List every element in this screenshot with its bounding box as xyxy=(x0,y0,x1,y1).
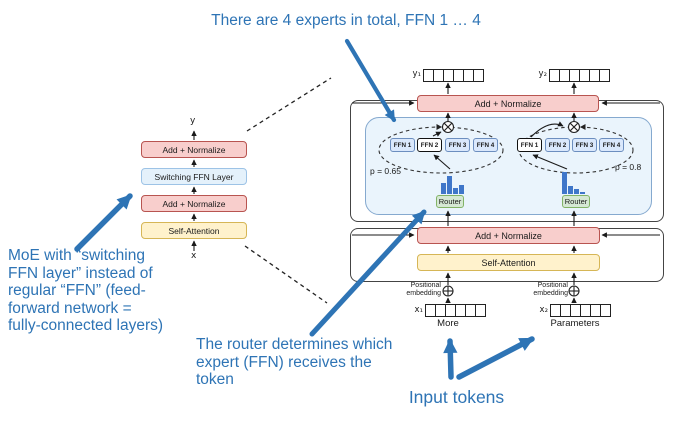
router-distribution-right xyxy=(562,166,585,194)
ffn-3-right: FFN 3 xyxy=(572,138,597,152)
moe-note: MoE with “switching FFN layer” instead o… xyxy=(8,247,164,334)
y2-token-vector xyxy=(549,69,610,82)
router-distribution-left xyxy=(441,166,464,194)
positional-embedding-right: Positional embedding xyxy=(533,282,568,297)
y2-label: y₂ xyxy=(538,69,547,79)
input-tokens-label: Input tokens xyxy=(408,387,505,407)
left-self-attention: Self-Attention xyxy=(141,222,247,239)
positional-embedding-left: Positional embedding xyxy=(406,282,441,297)
router-right: Router xyxy=(562,195,590,208)
right-add-normalize-bottom: Add + Normalize xyxy=(417,227,600,244)
experts-note: There are 4 experts in total, FFN 1 … 4 xyxy=(211,12,481,29)
left-input-label: x xyxy=(191,251,197,261)
plus-icon xyxy=(442,285,580,297)
ffn-4-left: FFN 4 xyxy=(473,138,498,152)
x2-label: x₂ xyxy=(539,305,548,315)
switching-ffn-layer-container xyxy=(365,117,652,215)
ffn-1-right-selected: FFN 1 xyxy=(517,138,542,152)
zoom-dashed-lines xyxy=(244,77,332,304)
right-self-attention: Self-Attention xyxy=(417,254,600,271)
left-switching-ffn-layer: Switching FFN Layer xyxy=(141,168,247,185)
x2-token-vector xyxy=(550,304,611,317)
probability-label-left: p = 0.65 xyxy=(370,166,401,176)
y1-label: y₁ xyxy=(412,69,421,79)
loop-arrowhead-right xyxy=(580,124,586,130)
ffn-1-left: FFN 1 xyxy=(390,138,415,152)
right-diagram-arrows xyxy=(352,82,660,303)
token-more-label: More xyxy=(437,318,459,329)
x1-label: x₁ xyxy=(414,305,423,315)
multiply-icon xyxy=(441,120,581,134)
router-left: Router xyxy=(436,195,464,208)
ffn-3-left: FFN 3 xyxy=(445,138,470,152)
left-add-normalize-bottom: Add + Normalize xyxy=(141,195,247,212)
token-parameters-label: Parameters xyxy=(550,318,600,329)
x1-token-vector xyxy=(425,304,486,317)
right-add-normalize-top: Add + Normalize xyxy=(417,95,599,112)
left-output-label: y xyxy=(190,116,196,126)
probability-label-right: p = 0.8 xyxy=(615,162,642,172)
y1-token-vector xyxy=(423,69,484,82)
ffn-2-right: FFN 2 xyxy=(545,138,570,152)
loop-arrowhead-left xyxy=(436,124,442,130)
ffn-2-left-selected: FFN 2 xyxy=(417,138,442,152)
ffn-4-right: FFN 4 xyxy=(599,138,624,152)
router-note: The router determines which expert (FFN)… xyxy=(196,336,393,388)
left-add-normalize-top: Add + Normalize xyxy=(141,141,247,158)
